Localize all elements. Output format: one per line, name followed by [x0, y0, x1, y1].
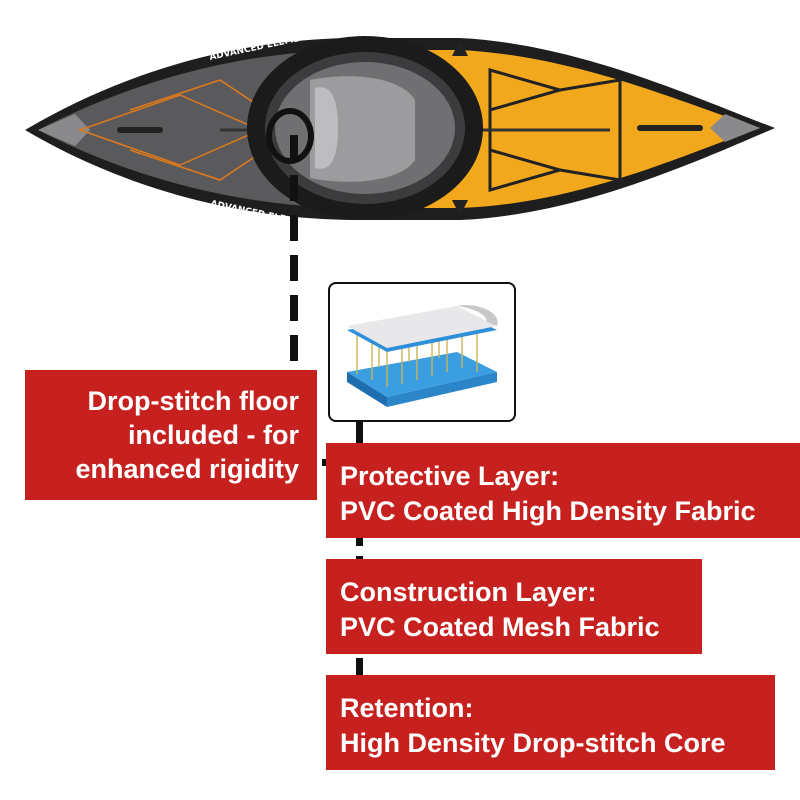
stern-cap — [710, 114, 760, 142]
kayak-illustration: ADVANCED ELEMENTS ADVANCED ELEMENTS — [25, 30, 775, 232]
retention-detail: High Density Drop-stitch Core — [340, 728, 726, 758]
connector-layers — [356, 420, 363, 690]
floor-callout-line3: enhanced rigidity — [75, 454, 299, 484]
retention-title: Retention: — [340, 693, 474, 723]
kayak-image: ADVANCED ELEMENTS ADVANCED ELEMENTS — [20, 10, 780, 240]
brand-logo-icon — [452, 40, 468, 56]
drop-stitch-inset — [328, 282, 516, 422]
protective-layer-callout: Protective Layer: PVC Coated High Densit… — [326, 443, 800, 538]
construction-layer-detail: PVC Coated Mesh Fabric — [340, 612, 660, 642]
drop-stitch-diagram — [347, 305, 498, 407]
connector-vertical — [290, 135, 298, 465]
retention-callout: Retention: High Density Drop-stitch Core — [326, 675, 775, 770]
construction-layer-callout: Construction Layer: PVC Coated Mesh Fabr… — [326, 559, 702, 654]
floor-callout-line2: included - for — [128, 420, 299, 450]
brand-logo-icon-2 — [452, 200, 468, 216]
floor-callout: Drop-stitch floor included - for enhance… — [25, 370, 317, 500]
kayak-seat — [310, 76, 415, 182]
protective-layer-detail: PVC Coated High Density Fabric — [340, 496, 756, 526]
protective-layer-title: Protective Layer: — [340, 461, 560, 491]
construction-layer-title: Construction Layer: — [340, 577, 597, 607]
bow-cap — [38, 114, 90, 146]
floor-callout-line1: Drop-stitch floor — [87, 386, 299, 416]
